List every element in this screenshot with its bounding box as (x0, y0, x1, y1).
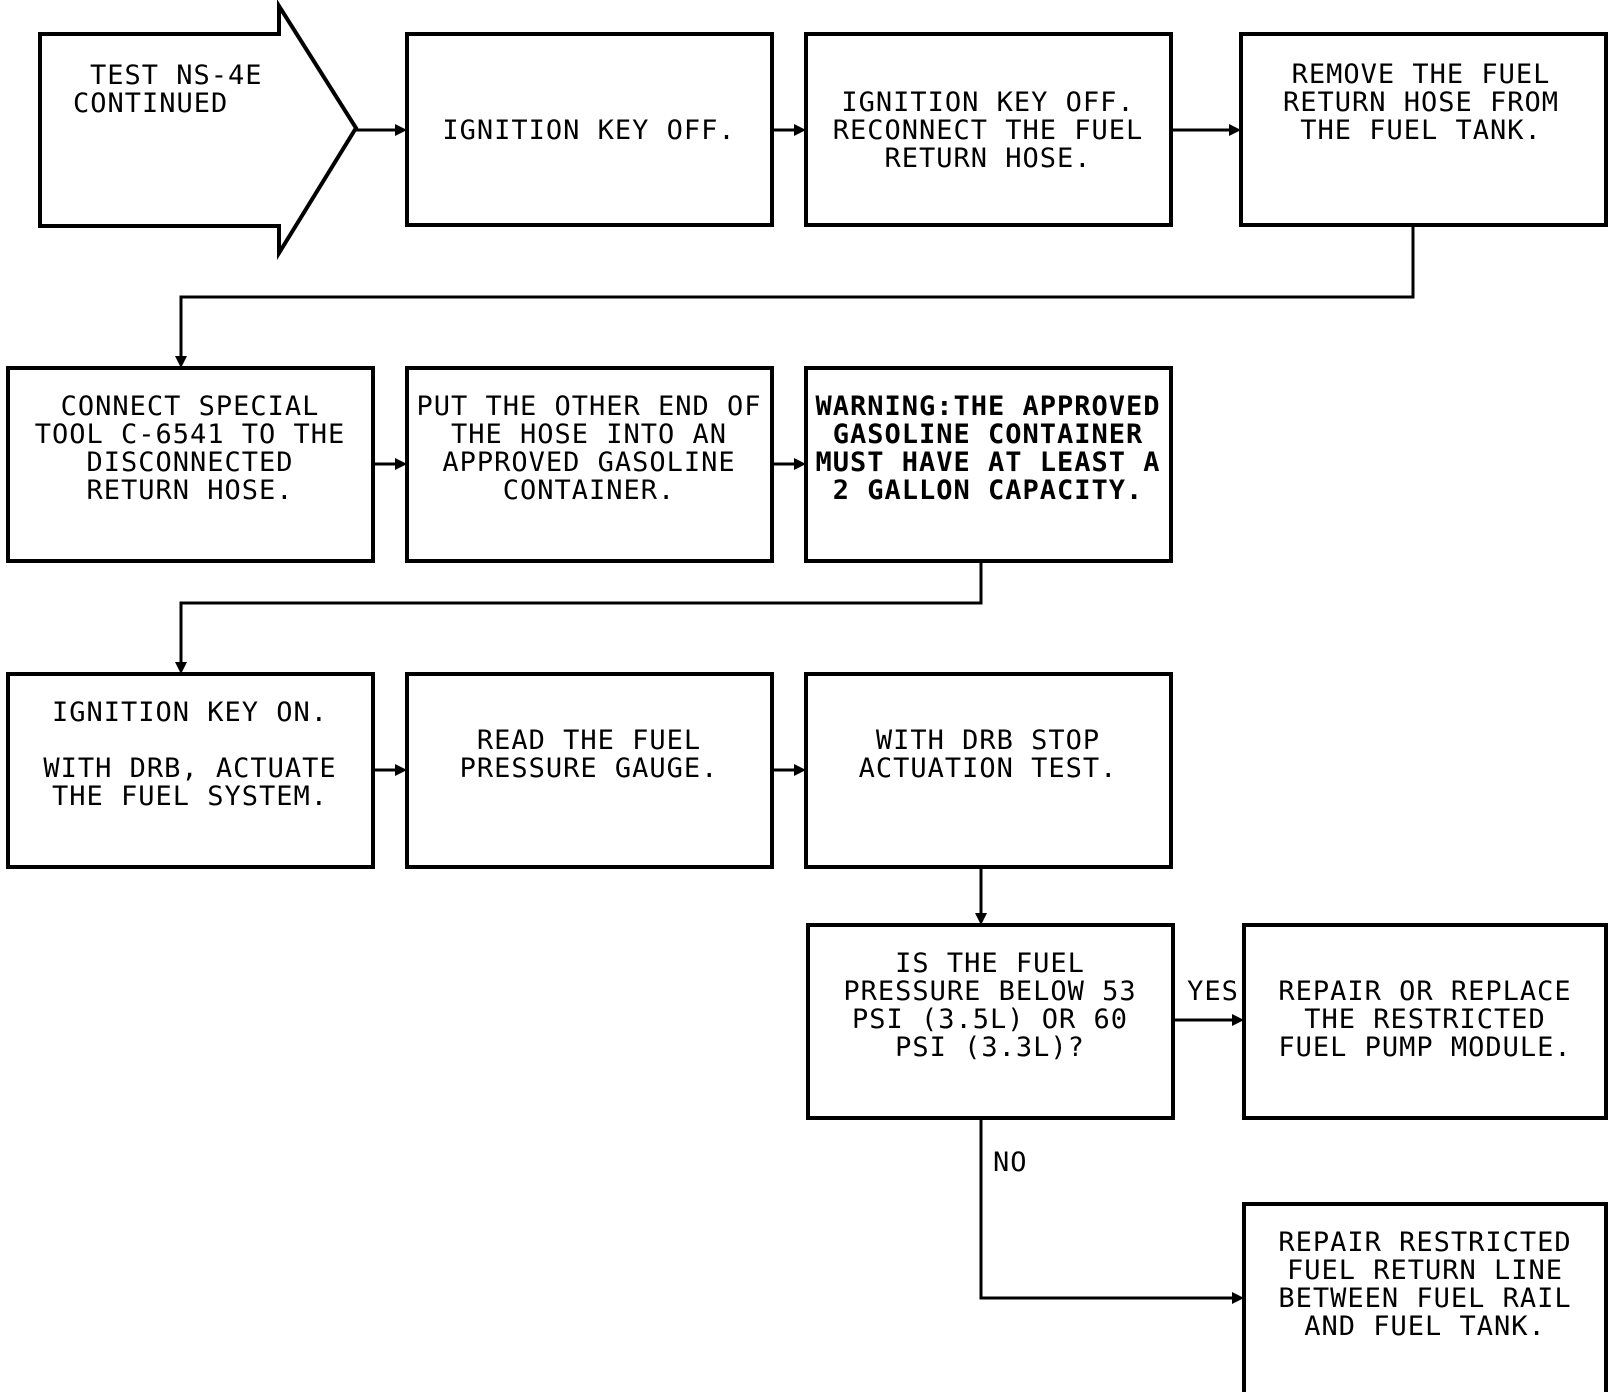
question-pressure-line-1: IS THE FUEL (895, 948, 1085, 979)
step-reconnect-hose-box (804, 32, 1173, 227)
step-remove-hose-line-3: THE FUEL TANK. (1300, 115, 1542, 146)
step-stop-test-box (804, 672, 1173, 869)
step-connect-tool-box (6, 366, 375, 563)
branch-no-label: NO (993, 1147, 1028, 1178)
step-warning-line-4: 2 GALLON CAPACITY. (833, 475, 1144, 506)
question-pressure-line-3: PSI (3.5L) OR 60 (852, 1004, 1128, 1035)
result-repair-line-box (1242, 1202, 1608, 1392)
arrowhead-icon (395, 124, 407, 136)
step-connect-tool-line-2: TOOL C-6541 TO THE (35, 419, 346, 450)
branch-yes-label: YES (1187, 976, 1239, 1007)
step-remove-hose-line-1: REMOVE THE FUEL (1292, 59, 1551, 90)
connector-remove-to-connect-tool (179, 225, 1415, 357)
step-connect-tool-line-3: DISCONNECTED (86, 447, 293, 478)
result-repair-pump-line-3: FUEL PUMP MODULE. (1278, 1032, 1571, 1063)
step-put-end-box (405, 366, 774, 563)
arrowhead-icon (395, 458, 407, 470)
arrowhead-icon (794, 764, 806, 776)
step-ignition-on-line-1: IGNITION KEY ON. (52, 697, 328, 728)
arrowhead-icon (975, 913, 987, 925)
start-label-line-2: CONTINUED (73, 88, 228, 119)
arrowhead-icon (175, 356, 187, 368)
step-reconnect-hose-line-3: RETURN HOSE. (884, 143, 1091, 174)
result-repair-pump-box (1242, 923, 1608, 1120)
step-ignition-off-line-1: IGNITION KEY OFF. (442, 115, 735, 146)
question-pressure-line-2: PRESSURE BELOW 53 (843, 976, 1136, 1007)
start-label-line-1: TEST NS-4E (90, 60, 263, 91)
step-put-end-line-2: THE HOSE INTO AN (451, 419, 727, 450)
step-stop-test-line-2: ACTUATION TEST. (859, 753, 1118, 784)
step-warning-line-3: MUST HAVE AT LEAST A (815, 447, 1160, 478)
step-warning-box (804, 366, 1173, 563)
step-warning-line-2: GASOLINE CONTAINER (833, 419, 1144, 450)
arrowhead-icon (1232, 1014, 1244, 1026)
step-ignition-off-box (405, 32, 774, 227)
step-reconnect-hose-line-2: RECONNECT THE FUEL (833, 115, 1144, 146)
step-read-gauge-box (405, 672, 774, 869)
connector-warning-to-ignition-on (179, 561, 983, 663)
result-repair-line-line-3: BETWEEN FUEL RAIL (1278, 1283, 1571, 1314)
arrowhead-icon (395, 764, 407, 776)
step-ignition-on-line-3: WITH DRB, ACTUATE (43, 753, 336, 784)
step-ignition-on-box (6, 672, 375, 869)
arrowhead-icon (1232, 1292, 1244, 1304)
question-pressure-box (806, 923, 1175, 1120)
result-repair-pump-line-2: THE RESTRICTED (1304, 1004, 1546, 1035)
result-repair-pump-line-1: REPAIR OR REPLACE (1278, 976, 1571, 1007)
step-connect-tool-line-1: CONNECT SPECIAL (61, 391, 320, 422)
arrowhead-icon (1229, 124, 1241, 136)
step-reconnect-hose-line-1: IGNITION KEY OFF. (841, 87, 1134, 118)
step-put-end-line-1: PUT THE OTHER END OF (416, 391, 761, 422)
arrowhead-icon (794, 458, 806, 470)
step-read-gauge-line-2: PRESSURE GAUGE. (460, 753, 719, 784)
step-remove-hose-line-2: RETURN HOSE FROM (1283, 87, 1559, 118)
arrowhead-icon (175, 662, 187, 674)
result-repair-line-line-2: FUEL RETURN LINE (1287, 1255, 1563, 1286)
connector-no-branch (979, 1118, 1233, 1300)
question-pressure-line-4: PSI (3.3L)? (895, 1032, 1085, 1063)
start-arrow-shape (38, 0, 359, 261)
result-repair-line-line-4: AND FUEL TANK. (1304, 1311, 1546, 1342)
step-connect-tool-line-4: RETURN HOSE. (86, 475, 293, 506)
step-stop-test-line-1: WITH DRB STOP (876, 725, 1100, 756)
step-put-end-line-4: CONTAINER. (503, 475, 676, 506)
step-warning-line-1: WARNING:THE APPROVED (815, 391, 1160, 422)
step-ignition-on-line-4: THE FUEL SYSTEM. (52, 781, 328, 812)
result-repair-line-line-1: REPAIR RESTRICTED (1278, 1227, 1571, 1258)
step-remove-hose-box (1239, 32, 1608, 227)
step-put-end-line-3: APPROVED GASOLINE (442, 447, 735, 478)
step-read-gauge-line-1: READ THE FUEL (477, 725, 701, 756)
arrowhead-icon (794, 124, 806, 136)
